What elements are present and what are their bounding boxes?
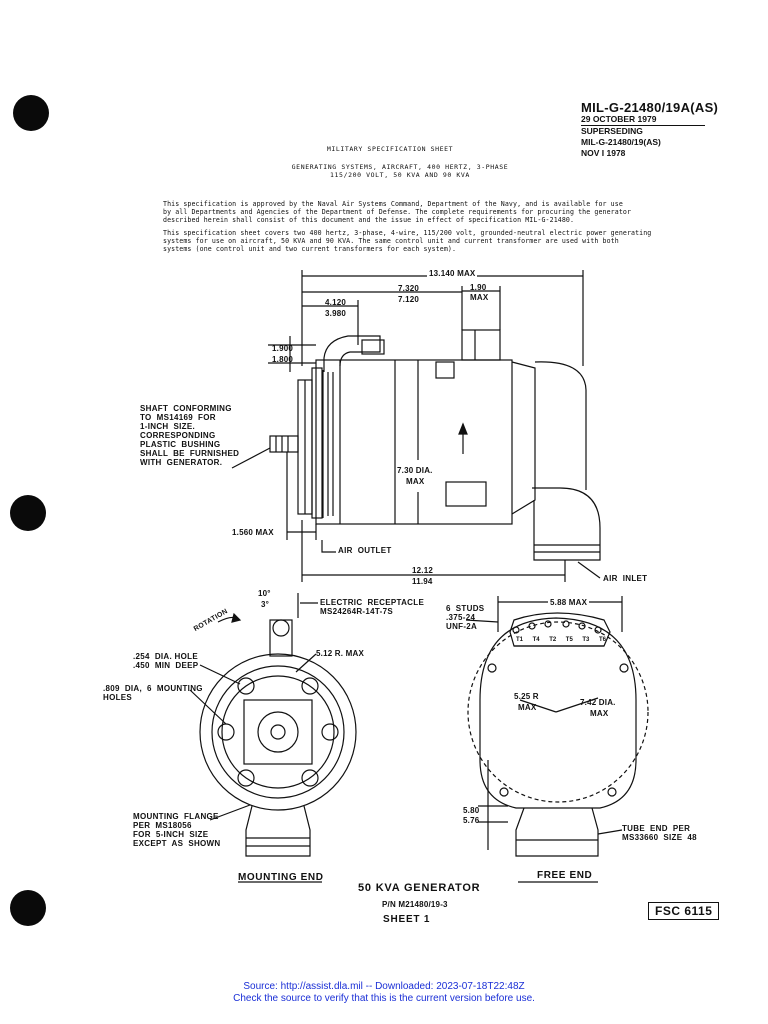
doc-title-line1: GENERATING SYSTEMS, AIRCRAFT, 400 HERTZ,… <box>291 163 509 171</box>
dim-1560: 1.560 MAX <box>232 528 274 537</box>
air-outlet-label: AIR OUTLET <box>338 546 392 555</box>
air-inlet-label: AIR INLET <box>603 574 648 583</box>
mounting-flange-note: MOUNTING FLANGE PER MS18056 FOR 5-INCH S… <box>133 812 221 848</box>
dim-1900: 1.900 <box>272 344 294 353</box>
sheet-type: MILITARY SPECIFICATION SHEET <box>326 145 454 153</box>
scope-line3: systems (one control unit and two curren… <box>163 245 457 253</box>
tube-end-note: TUBE END PER MS33660 SIZE 48 <box>622 824 697 842</box>
approval-line1: This specification is approved by the Na… <box>163 200 623 208</box>
sheet-number: SHEET 1 <box>383 914 431 925</box>
dim-512-radius: 5.12 R. MAX <box>316 649 364 658</box>
dim-525-max: MAX <box>518 703 537 712</box>
free-end-caption: FREE END <box>537 870 593 881</box>
mounting-holes-note: .809 DIA, 6 MOUNTING HOLES <box>103 684 203 702</box>
terminal-t5: T5 <box>565 637 573 643</box>
dim-4120: 4.120 <box>325 298 347 307</box>
scope-paragraph: This specification sheet covers two 400 … <box>163 229 723 253</box>
approval-line2: by all Departments and Agencies of the D… <box>163 208 632 216</box>
source-footer: Source: http://assist.dla.mil -- Downloa… <box>0 981 768 1005</box>
dim-580-height: 5.80 <box>463 806 480 815</box>
spec-header: MIL-G-21480/19A(AS) 29 OCTOBER 1979 SUPE… <box>581 100 719 159</box>
supersede-date: NOV I 1978 <box>581 148 626 158</box>
terminal-t1: T1 <box>516 637 524 643</box>
scope-line1: This specification sheet covers two 400 … <box>163 229 652 237</box>
dim-3-deg: 3° <box>261 600 270 609</box>
side-view <box>231 270 601 582</box>
receptacle-note: ELECTRIC RECEPTACLE MS24264R-14T-7S <box>320 598 425 616</box>
supersede-spec: MIL-G-21480/19(AS) <box>581 137 661 147</box>
punch-hole-top <box>13 95 49 131</box>
dim-1194: 11.94 <box>412 577 433 586</box>
generator-title: 50 KVA GENERATOR <box>358 882 481 894</box>
dim-1800: 1.800 <box>272 355 294 364</box>
dim-742-max: MAX <box>590 709 609 718</box>
dim-7320: 7.320 <box>398 284 420 293</box>
terminal-t4: T4 <box>532 637 540 643</box>
fsc-box: FSC 6115 <box>648 902 720 920</box>
dim-190-max: MAX <box>470 293 489 302</box>
terminal-t2: T2 <box>549 637 557 643</box>
hole-note: .254 DIA. HOLE .450 MIN DEEP <box>133 652 199 670</box>
dim-730-dia: 7.30 DIA. <box>397 466 433 475</box>
studs-note: 6 STUDS .375-24 UNF-2A <box>446 604 485 631</box>
footer-note: Check the source to verify that this is … <box>233 993 535 1004</box>
spec-number: MIL-G-21480/19A(AS) <box>581 100 719 115</box>
part-number: P/N M21480/19-3 <box>382 900 448 909</box>
dim-576-height: 5.76 <box>463 816 480 825</box>
dim-7120: 7.120 <box>398 295 420 304</box>
mounting-end-view <box>189 593 357 883</box>
punch-hole-bottom <box>10 890 46 926</box>
dim-overall-length: 13.140 MAX <box>427 269 478 278</box>
mounting-end-caption: MOUNTING END <box>238 872 324 883</box>
footer-source-link[interactable]: Source: http://assist.dla.mil -- Downloa… <box>243 981 525 992</box>
dim-190: 1.90 <box>470 283 487 292</box>
dim-588-width: 5.88 MAX <box>548 598 590 607</box>
terminal-labels: T1 T4 T2 T5 T3 T6 <box>516 637 606 643</box>
spec-date: 29 OCTOBER 1979 <box>581 114 705 126</box>
dim-10-deg: 10° <box>258 589 271 598</box>
doc-title-line2: 115/200 VOLT, 50 KVA AND 90 KVA <box>330 171 470 179</box>
terminal-t3: T3 <box>582 637 590 643</box>
approval-line3: described herein shall consist of this d… <box>163 216 575 224</box>
supersede-label: SUPERSEDING <box>581 126 643 136</box>
dim-3980: 3.980 <box>325 309 347 318</box>
dim-1212: 12.12 <box>412 566 434 575</box>
approval-paragraph: This specification is approved by the Na… <box>163 200 723 224</box>
dim-525-radius: 5.25 R <box>514 692 539 701</box>
punch-hole-middle <box>10 495 46 531</box>
shaft-note: SHAFT CONFORMING TO MS14169 FOR 1-INCH S… <box>140 404 240 467</box>
dim-742-dia: 7.42 DIA. <box>580 698 616 707</box>
scope-line2: systems for use on aircraft, 50 KVA and … <box>163 237 619 245</box>
terminal-t6: T6 <box>598 637 606 643</box>
dim-730-max: MAX <box>406 477 425 486</box>
